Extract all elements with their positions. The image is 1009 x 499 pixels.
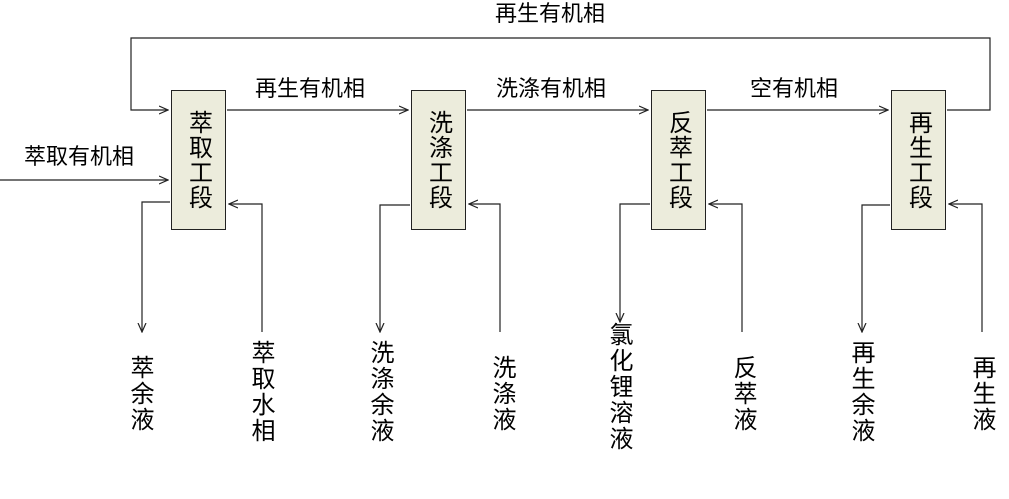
stream-arrow-aqueous bbox=[229, 204, 263, 332]
stage-label: 反萃工段 bbox=[664, 110, 693, 210]
stage-label: 再生工段 bbox=[904, 110, 933, 210]
stage-box-regeneration: 再生工段 bbox=[891, 90, 946, 230]
stage-box-extraction: 萃取工段 bbox=[171, 90, 226, 230]
stream-label: 洗涤液 bbox=[488, 355, 516, 433]
stream-label: 氯化锂溶液 bbox=[605, 322, 633, 452]
stream-arrow-strip-liquid bbox=[709, 204, 743, 332]
stream-arrow-regen-liquid bbox=[949, 204, 983, 332]
stream-arrow-regen-residue bbox=[862, 204, 890, 332]
feed-label: 萃取有机相 bbox=[24, 145, 135, 170]
connection-label-3: 空有机相 bbox=[750, 77, 839, 102]
stream-label: 再生液 bbox=[968, 355, 996, 433]
stream-label: 萃余液 bbox=[126, 355, 154, 433]
stream-label: 再生余液 bbox=[847, 340, 875, 444]
stage-box-washing: 洗涤工段 bbox=[411, 90, 466, 230]
connection-label-1: 再生有机相 bbox=[255, 77, 366, 102]
stream-arrow-wash-liquid bbox=[469, 204, 501, 332]
stream-label: 反萃液 bbox=[729, 355, 757, 433]
recycle-loop-line bbox=[130, 37, 991, 110]
stream-label: 萃取水相 bbox=[247, 340, 275, 444]
connection-label-2: 洗涤有机相 bbox=[496, 77, 607, 102]
stream-arrow-licl bbox=[620, 203, 650, 322]
stream-arrow-wash-residue bbox=[380, 204, 410, 332]
recycle-loop-label: 再生有机相 bbox=[495, 2, 606, 27]
stage-box-stripping: 反萃工段 bbox=[651, 90, 706, 230]
stage-label: 萃取工段 bbox=[184, 110, 213, 210]
stream-arrow-raffinate bbox=[142, 201, 170, 332]
stream-label: 洗涤余液 bbox=[366, 340, 394, 444]
stage-label: 洗涤工段 bbox=[424, 110, 453, 210]
